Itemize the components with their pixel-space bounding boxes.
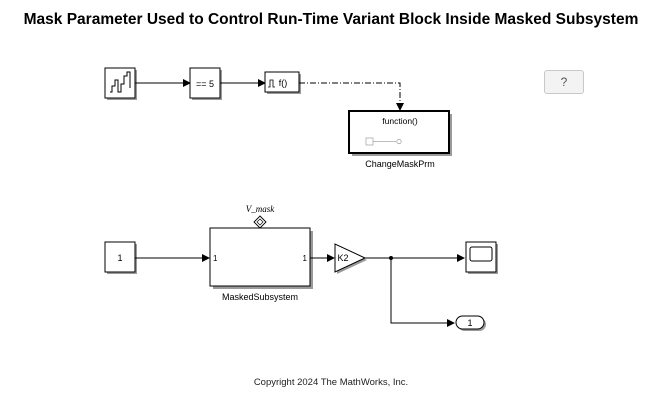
masked-subsystem-name[interactable]: MaskedSubsystem	[222, 292, 298, 302]
outport-number: 1	[467, 318, 472, 328]
change-mask-prm-block[interactable]: function()	[348, 110, 452, 156]
outport-block[interactable]: 1	[455, 315, 486, 331]
change-mask-prm-name[interactable]: ChangeMaskPrm	[365, 159, 435, 169]
copyright-text: Copyright 2024 The MathWorks, Inc.	[253, 377, 409, 388]
scope-block[interactable]	[465, 241, 498, 274]
masked-subsystem-out-port: 1	[303, 254, 308, 263]
trigger-pulse-icon	[268, 79, 275, 88]
constant-block[interactable]: 1	[104, 241, 137, 274]
gain-value: K2	[337, 253, 348, 263]
variant-condition-label: V_mask	[246, 204, 275, 214]
scope-screen-icon	[469, 246, 493, 262]
masked-subsystem-block[interactable]: 1 1	[209, 227, 313, 289]
signal-line-gain-to-outport[interactable]	[390, 258, 455, 327]
function-caller-label: f()	[279, 78, 288, 88]
function-call-line[interactable]	[299, 82, 404, 111]
function-port-icon	[365, 137, 374, 146]
masked-subsystem-in-port: 1	[213, 254, 218, 263]
compare-to-constant-block[interactable]: == 5	[189, 67, 222, 100]
function-subsystem-label: function()	[382, 116, 418, 126]
counter-source-block[interactable]	[104, 67, 137, 100]
help-button[interactable]: ?	[544, 70, 584, 94]
staircase-signal-icon	[110, 71, 131, 93]
constant-value: 1	[117, 253, 122, 263]
compare-label: == 5	[196, 79, 214, 89]
model-title: Mask Parameter Used to Control Run-Time …	[23, 11, 639, 28]
function-caller-block[interactable]: f()	[264, 71, 301, 94]
gain-block[interactable]: K2	[334, 243, 367, 274]
variant-diamond-icon	[253, 215, 267, 229]
